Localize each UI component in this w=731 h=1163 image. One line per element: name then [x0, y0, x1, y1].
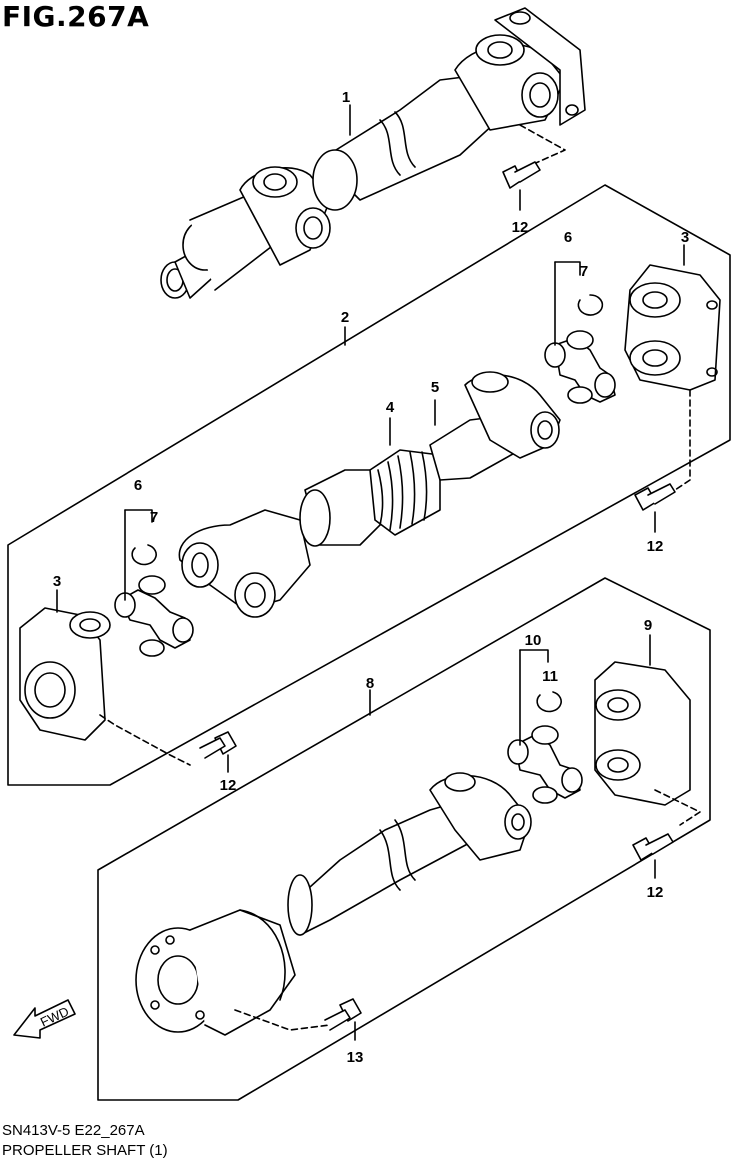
bolt-icon [632, 833, 674, 861]
shaft-assembly-8 [135, 634, 701, 1041]
bolt-icon [502, 161, 541, 189]
bolt-icon [199, 731, 237, 759]
fwd-label: FWD [38, 1004, 71, 1030]
callout-6-right: 6 [564, 229, 572, 246]
bolt-icon [634, 483, 676, 511]
callout-5: 5 [431, 379, 439, 396]
figure-name: PROPELLER SHAFT (1) [2, 1142, 168, 1159]
callout-12-top: 12 [512, 219, 529, 236]
fwd-arrow-icon [13, 999, 76, 1039]
group-outline-2 [7, 184, 731, 786]
figure-title: FIG.267A [2, 0, 150, 33]
callout-11: 11 [542, 668, 558, 685]
callout-2: 2 [341, 309, 349, 326]
callout-12-mid: 12 [647, 538, 664, 555]
callout-10: 10 [525, 632, 542, 649]
callout-13: 13 [347, 1049, 364, 1066]
callout-6-left: 6 [134, 477, 142, 494]
callout-12-left: 12 [220, 777, 237, 794]
shaft-assembly-2 [19, 244, 721, 773]
callout-7-right: 7 [580, 263, 588, 280]
callout-7-left: 7 [150, 509, 158, 526]
bolt-icon [324, 998, 362, 1031]
callout-3-left: 3 [53, 573, 61, 590]
callout-4: 4 [386, 399, 395, 416]
callout-12-bottom: 12 [647, 884, 664, 901]
group-outline-8 [97, 577, 711, 1101]
figure-code: SN413V-5 E22_267A [2, 1122, 145, 1139]
shaft-assembly-1 [160, 7, 586, 299]
callout-1: 1 [342, 89, 350, 106]
callout-9: 9 [644, 617, 652, 634]
callout-8: 8 [366, 675, 374, 692]
callout-3-right: 3 [681, 229, 689, 246]
